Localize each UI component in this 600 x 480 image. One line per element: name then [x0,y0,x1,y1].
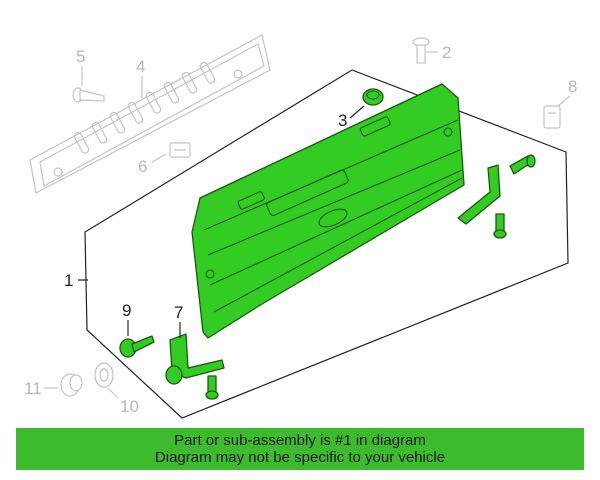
callout-9: 9 [122,301,131,320]
callout-11: 11 [24,379,42,398]
callout-7: 7 [174,303,183,322]
bracket-part-8[interactable] [543,105,561,129]
tailgate-part-1[interactable] [191,83,465,339]
callout-6: 6 [138,157,147,176]
assembly-boundary [84,69,569,419]
callout-2: 2 [442,43,451,62]
right-hinge-bracket[interactable] [457,154,536,239]
callout-3: 3 [338,111,347,130]
callout-10: 10 [120,397,139,416]
bolt-part-2[interactable] [412,37,430,64]
bushing-part-11[interactable] [60,373,83,397]
pivot-bolt-part-9[interactable] [119,335,155,358]
screw-part-5[interactable] [72,87,105,103]
parts-diagram: 1 2 3 4 5 6 7 8 9 10 11 [24,34,577,419]
callout-8: 8 [568,77,577,96]
bumper-part-3[interactable] [362,88,384,106]
trim-strip-part-4[interactable] [29,34,271,194]
banner-line-1: Part or sub-assembly is #1 in diagram [174,432,426,449]
clip-part-6[interactable] [169,142,191,158]
callout-5: 5 [76,47,85,66]
banner-line-2: Diagram may not be specific to your vehi… [154,449,446,466]
callout-4: 4 [136,57,145,76]
washer-part-10[interactable] [94,362,114,388]
fitment-notice-banner: Part or sub-assembly is #1 in diagram Di… [16,428,584,470]
callout-1: 1 [64,271,73,290]
left-hinge-part-7[interactable] [165,333,225,400]
